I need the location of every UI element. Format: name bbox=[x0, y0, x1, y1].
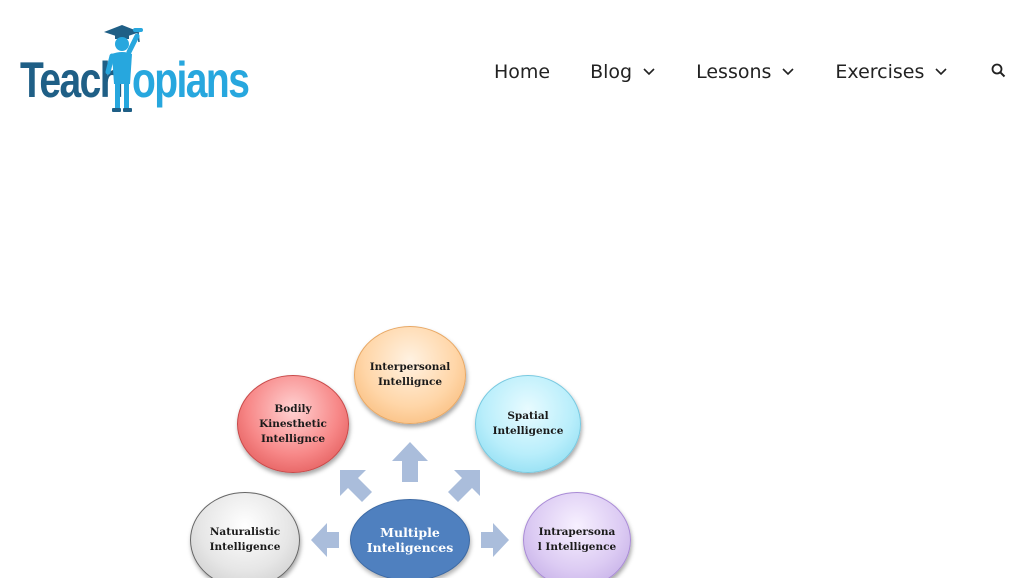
nav-item-label: Blog bbox=[590, 61, 633, 83]
naturalistic-intelligence-bubble: Naturalistic Intelligence bbox=[190, 492, 300, 578]
interpersonal-intelligence-bubble: Interpersonal Intellignce bbox=[354, 326, 466, 424]
bubble-label-line: Intellignce bbox=[377, 376, 443, 388]
center-label-line: Multiple bbox=[380, 525, 440, 540]
logo-text-opians: opians bbox=[132, 52, 250, 108]
arrow-up-right bbox=[448, 470, 480, 502]
bubble-label-line: Interpersonal bbox=[369, 361, 451, 373]
bubble-label-line: Kinesthetic bbox=[259, 417, 327, 430]
bubble-label-line: Naturalistic bbox=[209, 526, 281, 538]
nav-item-label: Exercises bbox=[835, 61, 925, 83]
bubble-label-line: Intelligence bbox=[492, 425, 564, 437]
teachopians-logo[interactable]: Teach opians bbox=[20, 22, 250, 116]
nav-item-label: Lessons bbox=[696, 61, 772, 83]
arrow-up bbox=[392, 442, 428, 482]
site-header: Teach opians Home Blog bbox=[0, 0, 1028, 140]
chevron-down-icon[interactable] bbox=[781, 65, 795, 79]
arrow-right bbox=[481, 523, 509, 557]
intrapersonal-intelligence-bubble: Intrapersona l Intelligence bbox=[523, 492, 631, 578]
bubble-label-line: Bodily bbox=[274, 402, 312, 415]
nav-item-lessons[interactable]: Lessons bbox=[696, 61, 795, 83]
arrow-left bbox=[311, 523, 339, 557]
logo-text-teach: Teach bbox=[20, 52, 124, 108]
bubble-label-line: Intrapersona bbox=[538, 526, 616, 538]
search-icon[interactable] bbox=[990, 62, 1008, 80]
multiple-intelligences-center-bubble: Multiple Inteligences bbox=[350, 499, 470, 578]
nav-item-exercises[interactable]: Exercises bbox=[835, 61, 948, 83]
nav-item-blog[interactable]: Blog bbox=[590, 61, 656, 83]
bubble-label-line: Intelligence bbox=[209, 541, 281, 553]
spatial-intelligence-bubble: Spatial Intelligence bbox=[475, 375, 581, 473]
chevron-down-icon[interactable] bbox=[642, 65, 656, 79]
bodily-kinesthetic-intelligence-bubble: Bodily Kinesthetic Intellignce bbox=[237, 375, 349, 473]
center-label-line: Inteligences bbox=[366, 540, 454, 555]
bubble-label-line: Intellignce bbox=[260, 432, 326, 445]
multiple-intelligences-diagram: Interpersonal Intellignce Bodily Kinesth… bbox=[180, 318, 650, 578]
nav-item-label: Home bbox=[494, 61, 551, 83]
graduate-figure-icon bbox=[104, 25, 143, 112]
main-navigation: Home Blog Lessons Exercises bbox=[494, 58, 948, 86]
nav-item-home[interactable]: Home bbox=[494, 61, 550, 83]
bubble-label-line: Spatial bbox=[507, 410, 549, 422]
bubble-label-line: l Intelligence bbox=[537, 541, 617, 553]
chevron-down-icon[interactable] bbox=[934, 65, 948, 79]
arrow-up-left bbox=[340, 470, 372, 502]
